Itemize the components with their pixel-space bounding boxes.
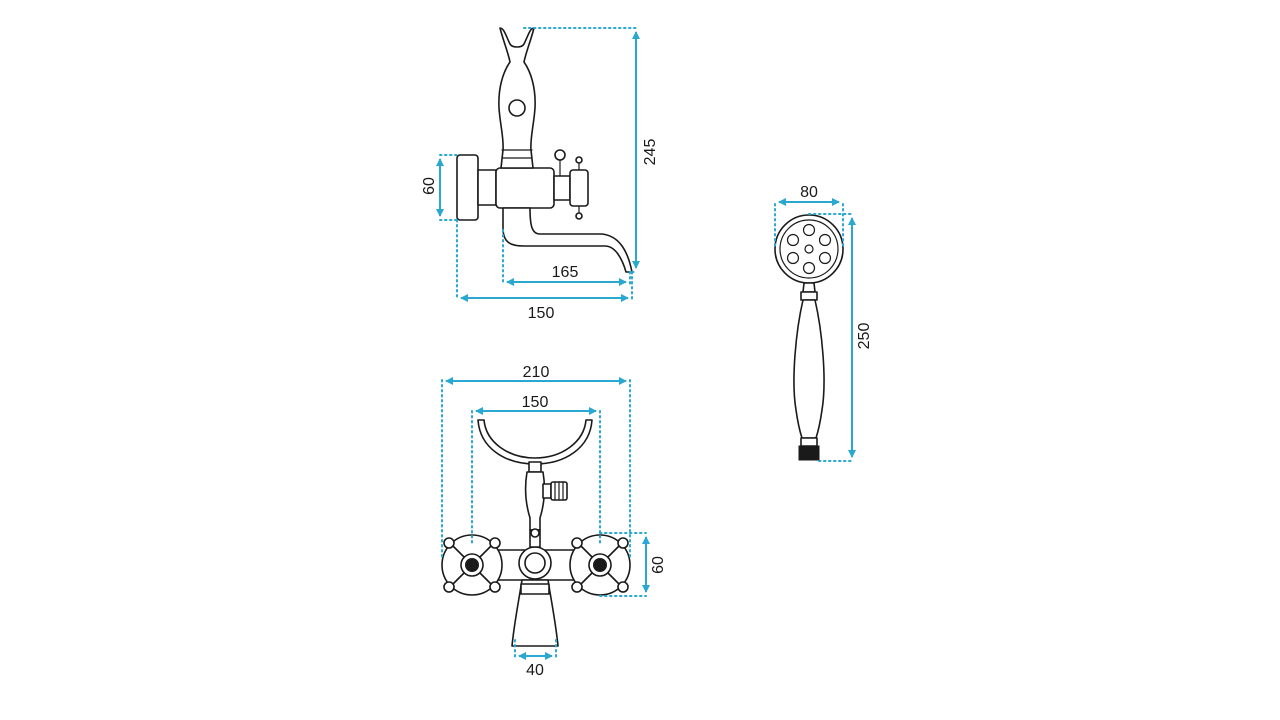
side-shower-cradle: [498, 27, 536, 169]
side-handle-hub: [569, 169, 589, 207]
front-right-handle: [569, 534, 631, 596]
hand-shower-handle: [793, 299, 825, 439]
side-handle-knob-bottom: [575, 212, 583, 220]
dim-label-shower-length: 250: [856, 323, 873, 350]
front-view: 210 150 60 40: [441, 364, 667, 679]
dim-label-front-total: 210: [523, 364, 550, 381]
side-mixer-body: [495, 167, 555, 209]
dim-label-head-width: 80: [800, 184, 818, 201]
dim-label-side-spout: 165: [552, 264, 579, 281]
hand-shower-hose-nut: [798, 445, 820, 461]
dim-label-side-height: 245: [642, 139, 659, 166]
side-connector-ring: [477, 169, 497, 206]
side-handle-stem: [553, 175, 571, 201]
hand-shower-nozzles: [786, 223, 832, 275]
front-shower-cradle: [477, 419, 593, 465]
side-view: 245 60 165 150: [421, 27, 659, 322]
side-cradle-hole: [508, 99, 526, 117]
side-handle-knob-top: [554, 149, 566, 161]
hand-shower-neck: [802, 282, 816, 293]
side-column-collar: [501, 149, 533, 159]
side-handle-knob-top2: [575, 156, 583, 164]
dim-label-side-depth: 150: [528, 305, 555, 322]
side-wall-flange: [456, 154, 479, 221]
dim-label-front-handle: 60: [650, 556, 667, 574]
hand-shower-head: [774, 214, 844, 284]
front-column: [524, 471, 546, 531]
hand-shower-view: 80 250: [774, 184, 873, 462]
dim-label-side-flange: 60: [421, 177, 438, 195]
side-spout: [502, 207, 633, 273]
front-spout: [511, 579, 559, 647]
dim-label-front-cradle: 150: [522, 394, 549, 411]
dim-label-front-spout: 40: [526, 662, 544, 679]
front-left-handle: [441, 534, 503, 596]
